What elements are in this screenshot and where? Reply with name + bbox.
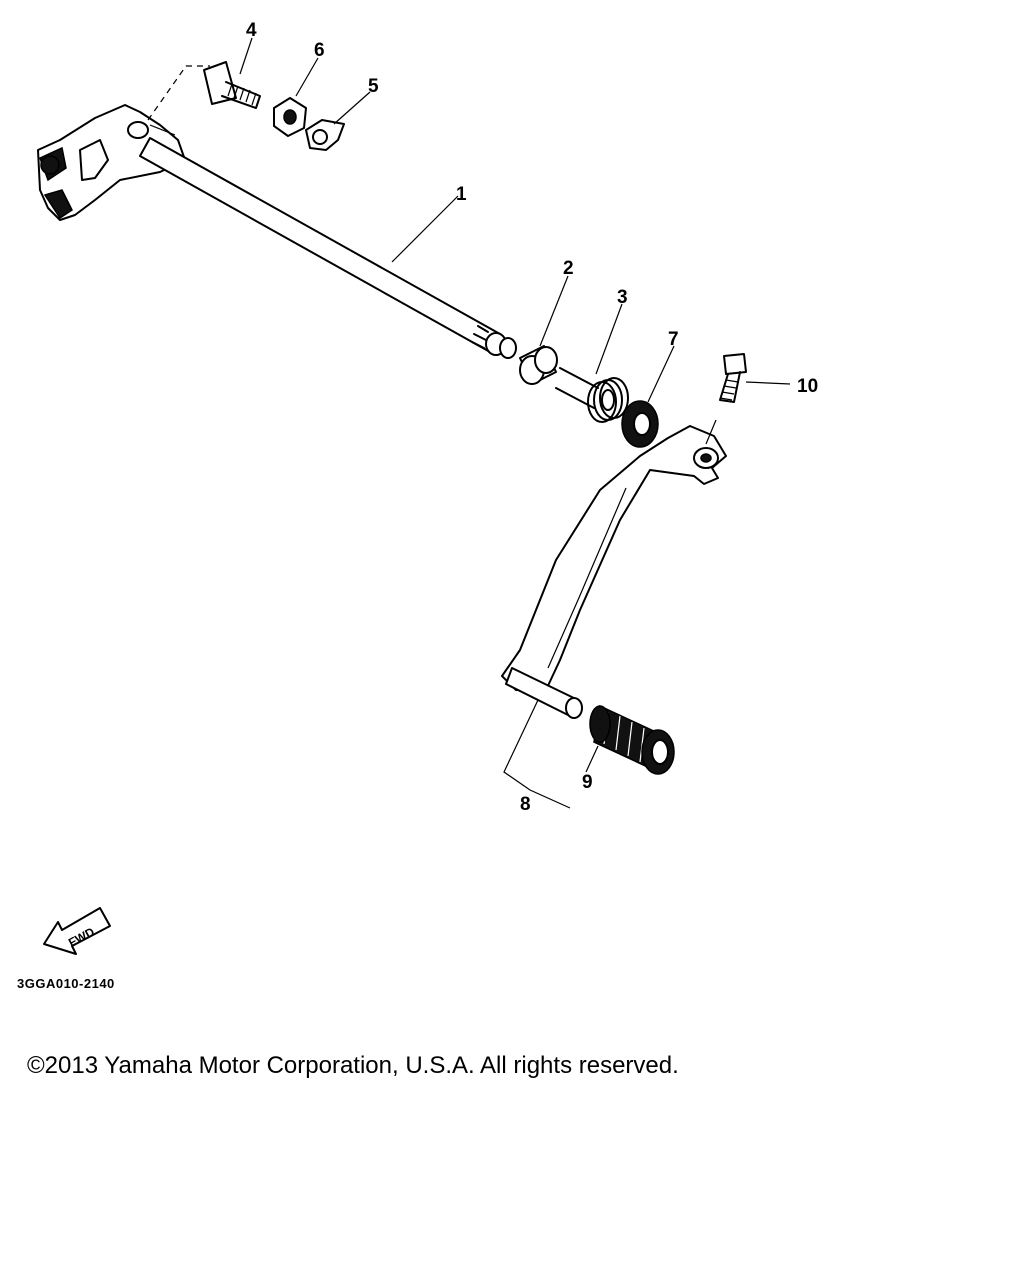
- bolt-4: [203, 61, 261, 109]
- callout-2: 2: [563, 258, 574, 279]
- leader-lines: [239, 37, 791, 809]
- collar-2: [519, 345, 558, 385]
- figure-code: 3GGA010-2140: [17, 976, 115, 991]
- callout-5: 5: [368, 76, 379, 97]
- lock-washer-5: [305, 119, 345, 151]
- torsion-spring-3: [555, 367, 629, 423]
- callout-8: 8: [520, 794, 531, 815]
- callout-9: 9: [582, 772, 593, 793]
- callout-4: 4: [246, 20, 257, 41]
- callout-7: 7: [668, 329, 679, 350]
- copyright-notice: ©2013 Yamaha Motor Corporation, U.S.A. A…: [27, 1052, 679, 1079]
- nut-6: [273, 97, 307, 137]
- forward-arrow-icon: FWD: [43, 907, 111, 955]
- callout-10: 10: [797, 376, 818, 397]
- bolt-10: [719, 353, 747, 403]
- callout-3: 3: [617, 287, 628, 308]
- washer-7: [621, 400, 659, 448]
- shift-arm-bracket: [37, 104, 186, 221]
- alignment-line: [147, 65, 210, 121]
- callout-1: 1: [456, 184, 467, 205]
- shift-shaft: [139, 137, 517, 359]
- callout-6: 6: [314, 40, 325, 61]
- pedal-pin-8: [505, 667, 583, 719]
- shift-pedal-lever: [501, 425, 727, 691]
- rubber-pedal-9: [589, 704, 675, 775]
